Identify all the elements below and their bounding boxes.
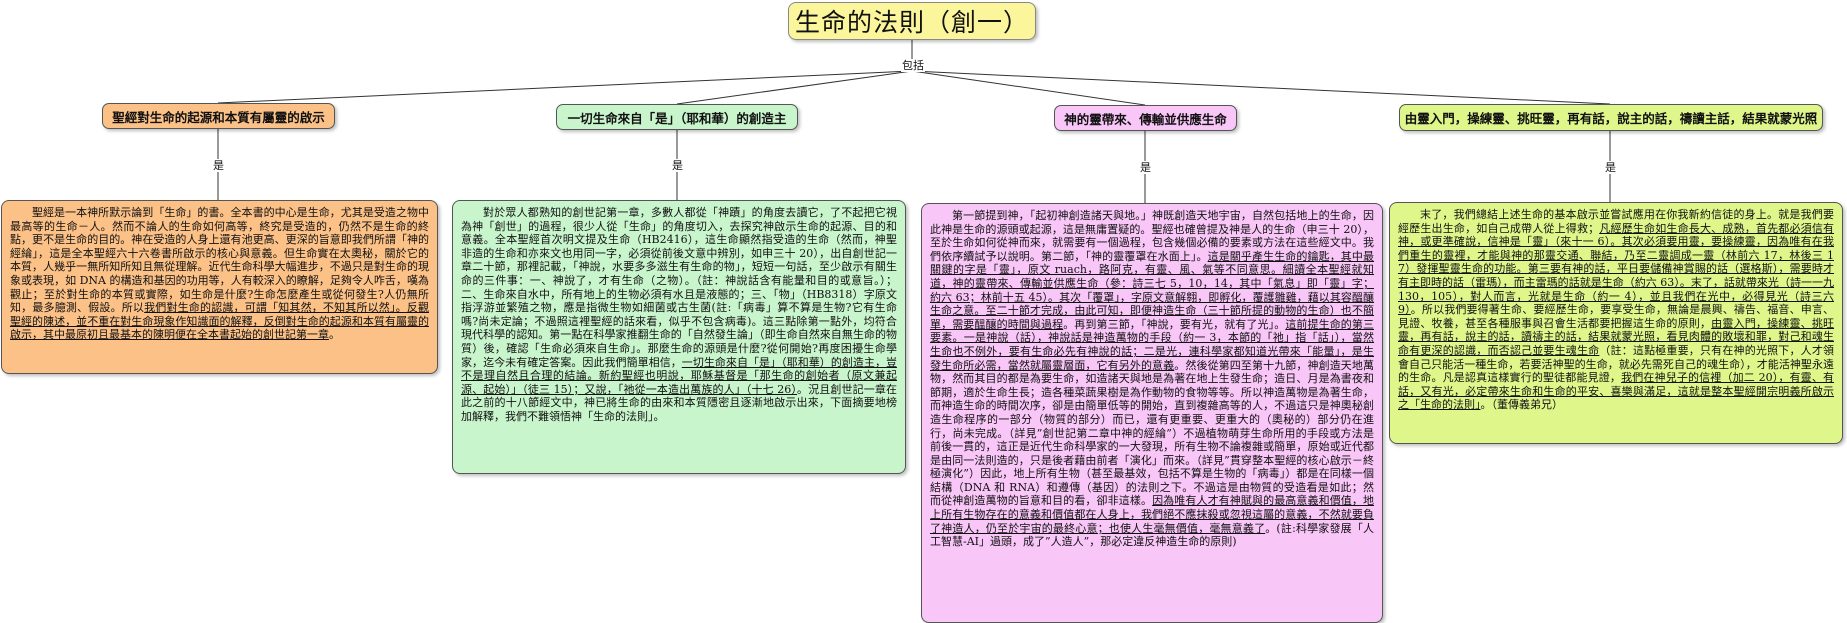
topic-1-label: 聖經對生命的起源和本質有屬靈的啟示 (112, 109, 325, 125)
text-run: 。況且創世記一章在此之前的十八節經文中，神已將生命的由來和本質隱密且逐漸地啟示出… (461, 382, 897, 423)
label-to-topic-1-line (217, 70, 913, 104)
detail-node-3[interactable]: 第一節提到神，「起初神創造諸天與地。」神既創造天地宇宙，自然包括地上的生命，因此… (921, 203, 1383, 623)
topic-4-link-label: 是 (1604, 161, 1617, 174)
underlined-text-run: 這前提生命的第三要素。一是神說（話），神說話是神造萬物的手段（約一 3，本節的「… (930, 317, 1375, 372)
detail-4-text: 末了，我們總結上述生命的基本啟示並嘗試應用在你我新約信徒的身上。就是我們要經歷生… (1398, 208, 1834, 412)
underlined-text-run: 這是關乎產生生命的鑰匙，其中最關鍵的字是「靈」，原文 ruach，路阿克，有靈、… (930, 249, 1375, 331)
underlined-text-run: 因為唯有人才有神賦與的最高意義和價值，地上所有生物存在的意義和價值都在人身上，我… (930, 494, 1375, 535)
topic-node-2[interactable]: 一切生命來自「是」（耶和華）的創造主 (556, 104, 798, 130)
underlined-text-run: 由靈入門，操練靈、挑旺靈，再有話，說主的話，讀禱主的話，結果就蒙光照，看見肉體的… (1398, 316, 1834, 357)
topic-3-link-label: 是 (1139, 161, 1152, 174)
underlined-text-run: 一切生命來自「是」（耶和華）的創造主，豈不是理自然且合理的結論。新約聖經也明說，… (461, 355, 898, 396)
topic-2-link-label: 是 (671, 159, 684, 172)
topic-4-label: 由靈入門，操練靈、挑旺靈，再有話，說主的話，禱讀主話，結果就蒙光照 (1404, 111, 1818, 126)
underlined-text-run: 我們在神兒子的信裡（加二 20），有靈、有話，又有光，必定帶來生命和生命的平安、… (1398, 371, 1834, 412)
text-run: 。然後從第四至第十九節，神創造天地萬物，然而其目的都是為要生命，如造諸天與地是為… (930, 358, 1375, 508)
root-title: 生命的法則（創一） (794, 8, 1029, 37)
label-to-topic-4-line (911, 70, 1611, 105)
text-run: 聖經是一本神所默示論到「生命」的書。全本書的中心是生命，尤其是受造之物中最高等的… (10, 206, 429, 315)
root-title-node[interactable]: 生命的法則（創一） (788, 2, 1036, 40)
detail-3-text: 第一節提到神，「起初神創造諸天與地。」神既創造天地宇宙，自然包括地上的生命，因此… (930, 209, 1374, 549)
underlined-text-run: 凡經歷生命如生命長大、成熟，首先都必須信有神，或更準確說，信神是「靈」（來十一 … (1398, 221, 1835, 317)
topic-node-1[interactable]: 聖經對生命的起源和本質有屬靈的啟示 (102, 103, 335, 129)
text-run: （註：這點極重要，只有在神的光照下，人才領會自己只能活一種生命，若要活神聖的生命… (1398, 343, 1835, 385)
detail-node-1[interactable]: 聖經是一本神所默示論到「生命」的書。全本書的中心是生命，尤其是受造之物中最高等的… (1, 200, 438, 374)
topic-2-label: 一切生命來自「是」（耶和華）的創造主 (567, 110, 787, 126)
text-run: 末了，我們總結上述生命的基本啟示並嘗試應用在你我新約信徒的身上。就是我們要經歷生… (1398, 208, 1834, 235)
text-run: 對於眾人都熟知的創世記第一章，多數人都從「神蹟」的角度去讀它，了不起把它視為神「… (461, 206, 897, 369)
label-to-topic-3-line (911, 70, 1146, 106)
text-run: 第一節提到神，「起初神創造諸天與地。」神既創造天地宇宙，自然包括地上的生命，因此… (930, 209, 1374, 263)
label-to-topic-2-line (676, 70, 913, 105)
detail-node-2[interactable]: 對於眾人都熟知的創世記第一章，多數人都從「神蹟」的角度去讀它，了不起把它視為神「… (452, 200, 906, 474)
detail-1-text: 聖經是一本神所默示論到「生命」的書。全本書的中心是生命，尤其是受造之物中最高等的… (10, 206, 429, 342)
detail-node-4[interactable]: 末了，我們總結上述生命的基本啟示並嘗試應用在你我新約信徒的身上。就是我們要經歷生… (1389, 202, 1843, 444)
topic-node-4[interactable]: 由靈入門，操練靈、挑旺靈，再有話，說主的話，禱讀主話，結果就蒙光照 (1399, 104, 1823, 131)
text-run: 。 (329, 328, 340, 342)
text-run: 。所以我們要得著生命、要經歷生命，要享受生命，無論是晨興、禱告、福音、申言、見證… (1398, 303, 1834, 330)
text-run: 。（董傳義弟兄） (1480, 398, 1564, 412)
root-link-label: 包括 (901, 59, 925, 72)
text-run: 。(註:科學家發展「人工智慧-AI」過頭，成了”人造人”，那必定違反神造生命的原… (930, 521, 1374, 549)
topic-1-link-label: 是 (212, 159, 225, 172)
detail-2-text: 對於眾人都熟知的創世記第一章，多數人都從「神蹟」的角度去讀它，了不起把它視為神「… (461, 206, 897, 424)
text-run: 。再到第三節，「神說，要有光，就有了光」。 (1063, 317, 1286, 331)
topic-3-label: 神的靈帶來、傳輸並供應生命 (1064, 111, 1227, 127)
underlined-text-run: 我們對生命的認識，可謂「知其然，不知其所以然」。反觀聖經的陳述，並不重在對生命現… (10, 301, 429, 342)
topic-node-3[interactable]: 神的靈帶來、傳輸並供應生命 (1054, 105, 1237, 131)
